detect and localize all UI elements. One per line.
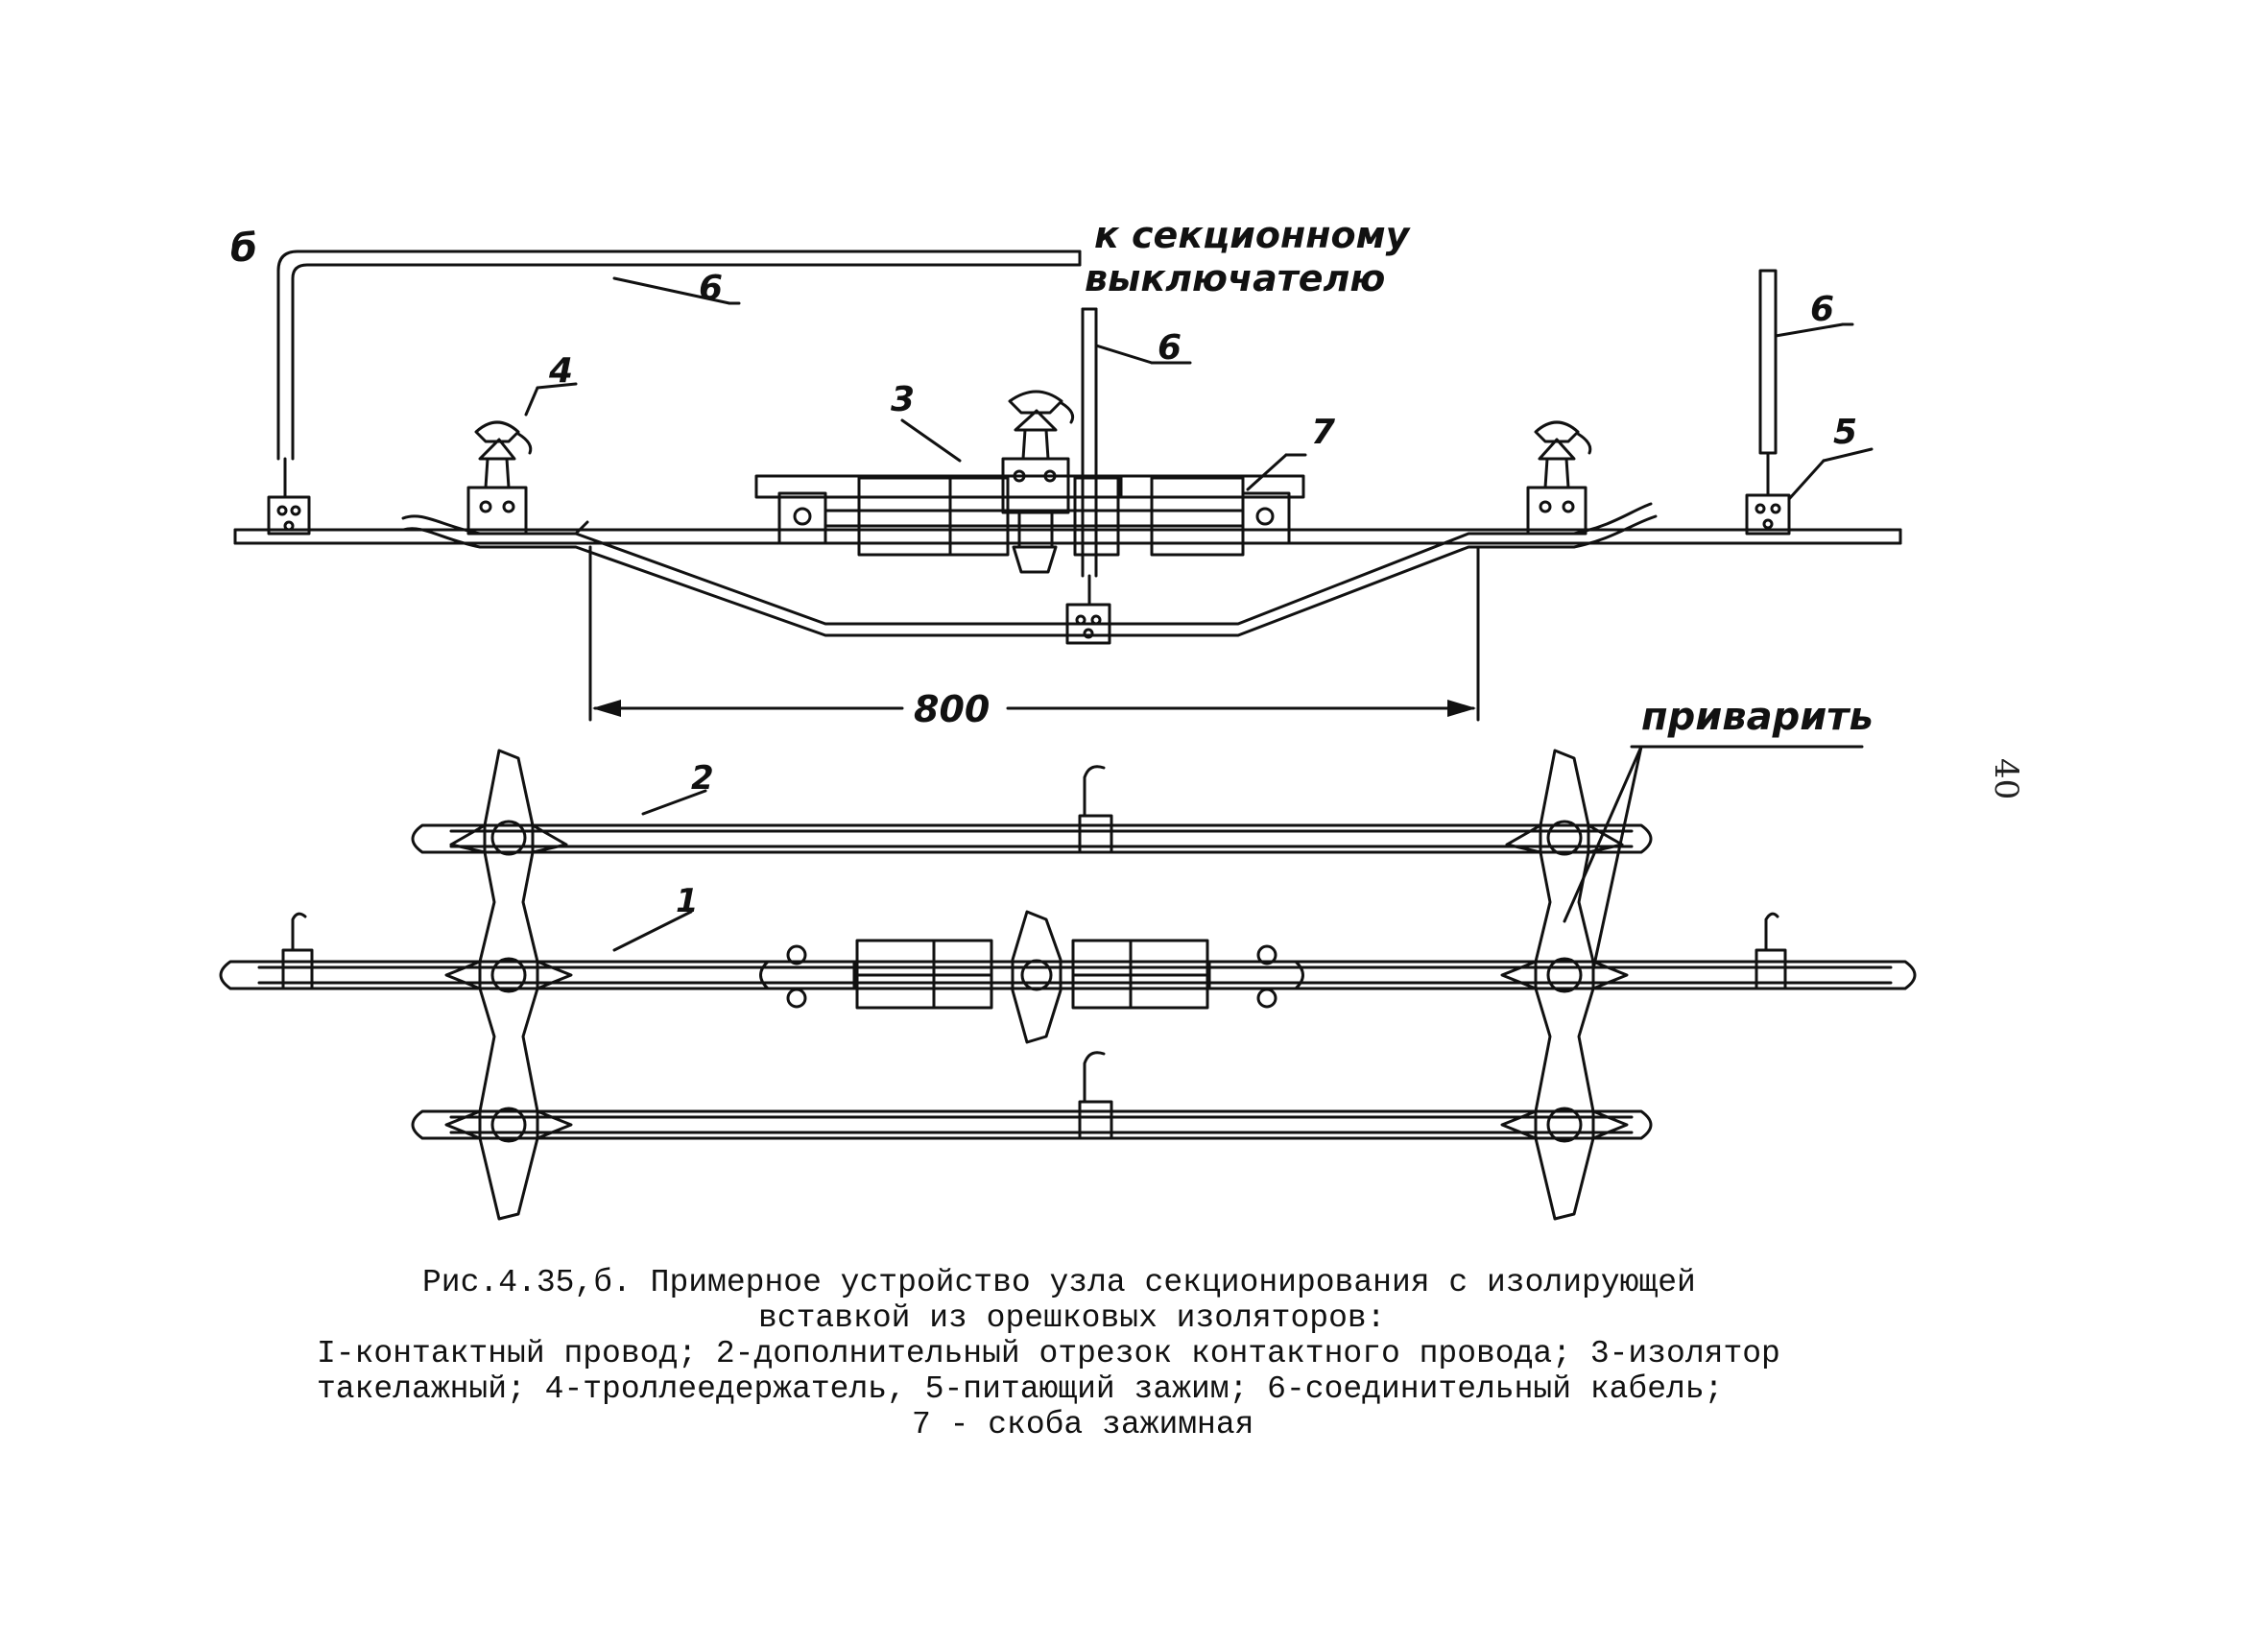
label-3: 3 <box>891 380 915 419</box>
feed-clamp-right <box>1745 447 1874 536</box>
spreader-right <box>1500 749 1629 1221</box>
caption-line-3: I-контактный провод; 2-дополнительный от… <box>317 1336 1780 1371</box>
caption-line-2: вставкой из орешковых изоляторов: <box>758 1300 1386 1336</box>
bypass-wire-side <box>401 502 1658 637</box>
caption-line-1: Рис.4.35,б. Примерное устройство узла се… <box>422 1265 1696 1300</box>
weld-leader <box>1563 745 1864 971</box>
trolley-holder-left <box>466 382 578 536</box>
plan-view <box>219 749 1917 1221</box>
feed-cable-left <box>276 250 1082 499</box>
side-view <box>233 250 1902 971</box>
caption-line-5: 7 - скоба зажимная <box>912 1407 1254 1442</box>
page-number: 40 <box>1987 758 2025 800</box>
label-to-switch-2: выключателю <box>1085 257 1385 299</box>
insulator-assembly-plan <box>759 910 1304 1044</box>
trolley-holder-center <box>900 390 1075 574</box>
contact-wire-plan <box>219 910 1917 990</box>
label-4: 4 <box>548 351 573 391</box>
feed-clamp-left <box>267 495 311 536</box>
label-to-switch-1: к секционному <box>1094 214 1412 256</box>
dimension-800 <box>588 545 1480 722</box>
caption-line-4: такелажный; 4-троллеедержатель, 5-питающ… <box>317 1371 1724 1407</box>
label-weld: приварить <box>1641 695 1874 739</box>
label-5: 5 <box>1833 413 1857 452</box>
feed-cable-center <box>1065 307 1192 645</box>
spreader-left <box>444 749 573 1221</box>
label-6-right: 6 <box>1810 290 1834 329</box>
label-7: 7 <box>1311 413 1335 452</box>
feed-cable-right <box>1758 269 1854 497</box>
trolley-holder-right <box>1526 420 1592 536</box>
figure-caption: Рис.4.35,б. Примерное устройство узла се… <box>317 1265 1814 1442</box>
bypass-wire-top-plan <box>411 765 1653 854</box>
label-6-left: 6 <box>699 269 723 308</box>
panel-letter: б <box>230 226 257 271</box>
insulator-assembly-side <box>754 474 1305 557</box>
bypass-wire-bottom-plan <box>411 1051 1653 1140</box>
label-6-center: 6 <box>1158 328 1182 368</box>
contact-wire-side <box>233 528 1902 545</box>
label-1: 1 <box>676 882 699 920</box>
label-dimension: 800 <box>914 688 990 730</box>
label-2: 2 <box>691 759 714 798</box>
